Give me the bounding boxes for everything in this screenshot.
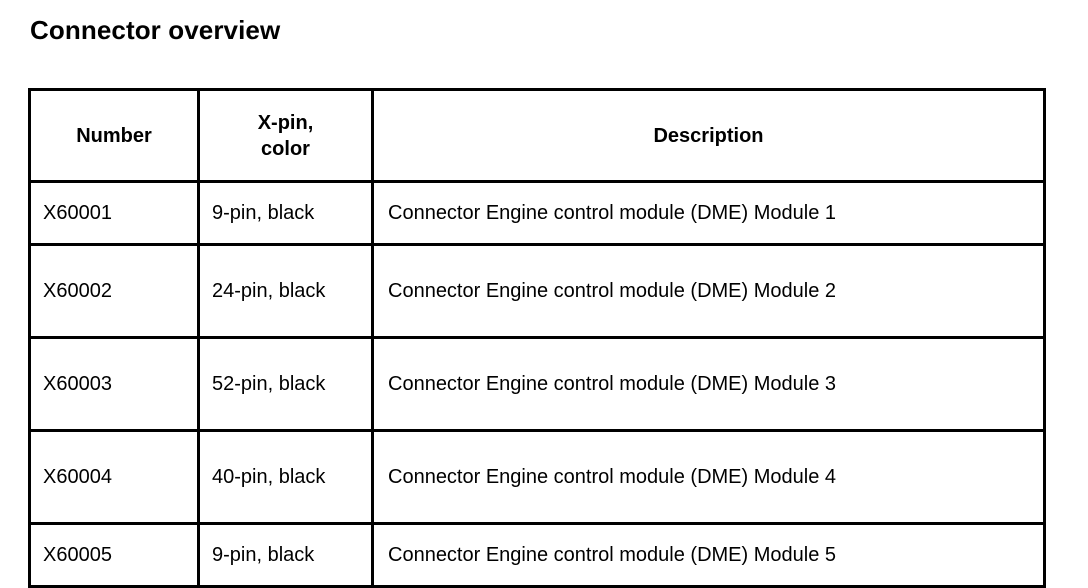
connector-table-container: Number X-pin, color Description X60001 9… — [28, 88, 1046, 588]
table-header-row: Number X-pin, color Description — [28, 88, 1046, 183]
connector-overview-table: Number X-pin, color Description X60001 9… — [28, 88, 1046, 588]
table-row: X60001 9-pin, black Connector Engine con… — [28, 180, 1046, 246]
column-header-description: Description — [371, 88, 1046, 183]
table-body: X60001 9-pin, black Connector Engine con… — [28, 180, 1046, 588]
column-header-number: Number — [28, 88, 200, 183]
cell-number: X60001 — [28, 180, 200, 246]
table-row: X60004 40-pin, black Connector Engine co… — [28, 429, 1046, 525]
cell-number: X60003 — [28, 336, 200, 432]
cell-number: X60005 — [28, 522, 200, 588]
cell-xpin-color: 52-pin, black — [197, 336, 374, 432]
cell-description: Connector Engine control module (DME) Mo… — [371, 180, 1046, 246]
cell-xpin-color: 9-pin, black — [197, 180, 374, 246]
table-row: X60003 52-pin, black Connector Engine co… — [28, 336, 1046, 432]
cell-xpin-color: 9-pin, black — [197, 522, 374, 588]
column-header-xpin-color-line1: X-pin, — [257, 111, 314, 134]
cell-number: X60004 — [28, 429, 200, 525]
page-title: Connector overview — [30, 15, 281, 45]
column-header-xpin-color-line2: color — [261, 137, 310, 160]
table-row: X60002 24-pin, black Connector Engine co… — [28, 243, 1046, 339]
column-header-xpin-color: X-pin, color — [197, 88, 374, 183]
table-header: Number X-pin, color Description — [28, 88, 1046, 183]
cell-description: Connector Engine control module (DME) Mo… — [371, 429, 1046, 525]
cell-description: Connector Engine control module (DME) Mo… — [371, 243, 1046, 339]
table-row: X60005 9-pin, black Connector Engine con… — [28, 522, 1046, 588]
cell-description: Connector Engine control module (DME) Mo… — [371, 522, 1046, 588]
cell-xpin-color: 24-pin, black — [197, 243, 374, 339]
cell-number: X60002 — [28, 243, 200, 339]
cell-xpin-color: 40-pin, black — [197, 429, 374, 525]
cell-description: Connector Engine control module (DME) Mo… — [371, 336, 1046, 432]
